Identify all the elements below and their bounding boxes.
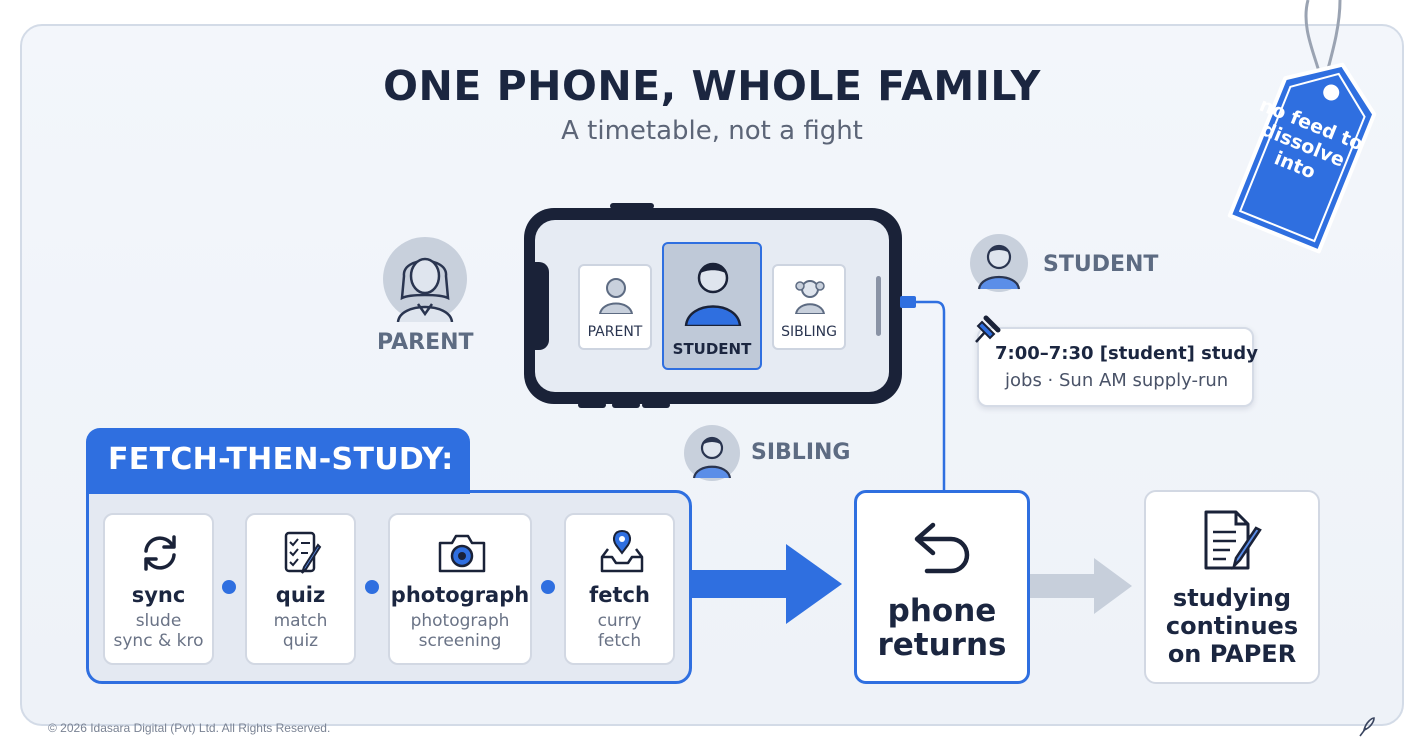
child-icon [794, 280, 826, 314]
step-subtitle: match [273, 611, 328, 631]
step-card-quiz: quiz match quiz [245, 513, 356, 665]
flow-arrow-primary [692, 544, 842, 624]
return-arrow-icon [914, 522, 970, 574]
step-subtitle: slude [135, 611, 182, 631]
person-icon [684, 262, 742, 326]
inbox-pin-icon [600, 529, 644, 573]
price-tag-icon [1227, 0, 1377, 254]
step-card-photograph: photograph photograph screening [388, 513, 532, 665]
sibling-avatar-icon [684, 425, 740, 481]
camera-icon [438, 534, 486, 573]
step-connector-dot [222, 580, 236, 594]
checklist-icon [284, 531, 322, 574]
student-avatar-icon [970, 234, 1028, 292]
step-subtitle: screening [418, 631, 502, 651]
phone-button [610, 203, 654, 209]
phone-returns-line1: phone [887, 593, 997, 629]
sibling-label: SIBLING [751, 440, 851, 465]
schedule-note-line2: jobs · Sun AM supply-run [1005, 370, 1229, 391]
step-title: fetch [589, 583, 650, 607]
profile-card-label: STUDENT [672, 340, 752, 358]
flow-arrow-secondary [1030, 558, 1132, 614]
phone-notch [535, 262, 549, 350]
profile-card-student[interactable]: STUDENT [662, 242, 762, 370]
page-title: ONE PHONE, WHOLE FAMILY [383, 62, 1041, 110]
person-icon [598, 278, 634, 314]
profile-card-sibling[interactable]: SIBLING [772, 264, 846, 350]
paper-line2: continues [1165, 612, 1299, 640]
step-title: quiz [275, 583, 326, 607]
step-card-sync: sync slude sync & kro [103, 513, 214, 665]
schedule-note [977, 327, 1254, 407]
copyright-text: © 2026 Idasara Digital (Pvt) Ltd. All Ri… [48, 721, 331, 735]
step-card-fetch: fetch curry fetch [564, 513, 675, 665]
step-subtitle: sync & kro [113, 631, 204, 651]
phone-returns-line2: returns [877, 627, 1007, 663]
paper-line1: studying [1172, 584, 1292, 612]
step-title: photograph [390, 583, 530, 607]
profile-card-label: PARENT [587, 324, 643, 340]
schedule-note-line1: 7:00–7:30 [student] study [995, 343, 1258, 364]
student-label: STUDENT [1043, 252, 1159, 277]
paper-box: studying continues on PAPER [1144, 490, 1320, 684]
profile-card-parent[interactable]: PARENT [578, 264, 652, 350]
phone-button [642, 402, 670, 408]
sync-icon [144, 535, 176, 571]
pushpin-icon [975, 315, 1001, 343]
step-connector-dot [541, 580, 555, 594]
step-subtitle: photograph [410, 611, 510, 631]
parent-avatar-icon [383, 237, 467, 322]
step-subtitle: fetch [597, 631, 642, 651]
step-subtitle: curry [597, 611, 642, 631]
charging-cable [900, 296, 946, 496]
step-subtitle: quiz [282, 631, 319, 651]
paper-line3: on PAPER [1167, 640, 1297, 668]
page-subtitle: A timetable, not a fight [561, 116, 863, 146]
fetch-then-study-tab [86, 428, 470, 494]
profile-card-label: SIBLING [781, 324, 837, 340]
step-title: sync [131, 583, 186, 607]
phone-returns-box: phone returns [854, 490, 1030, 684]
phone-button [612, 402, 640, 408]
quill-pen-icon [1359, 717, 1375, 737]
step-connector-dot [365, 580, 379, 594]
document-pen-icon [1204, 510, 1262, 571]
fetch-then-study-heading: FETCH-THEN-STUDY: [108, 442, 454, 477]
parent-label: PARENT [377, 330, 474, 355]
phone-button [578, 402, 606, 408]
phone-side-bar [876, 276, 881, 336]
